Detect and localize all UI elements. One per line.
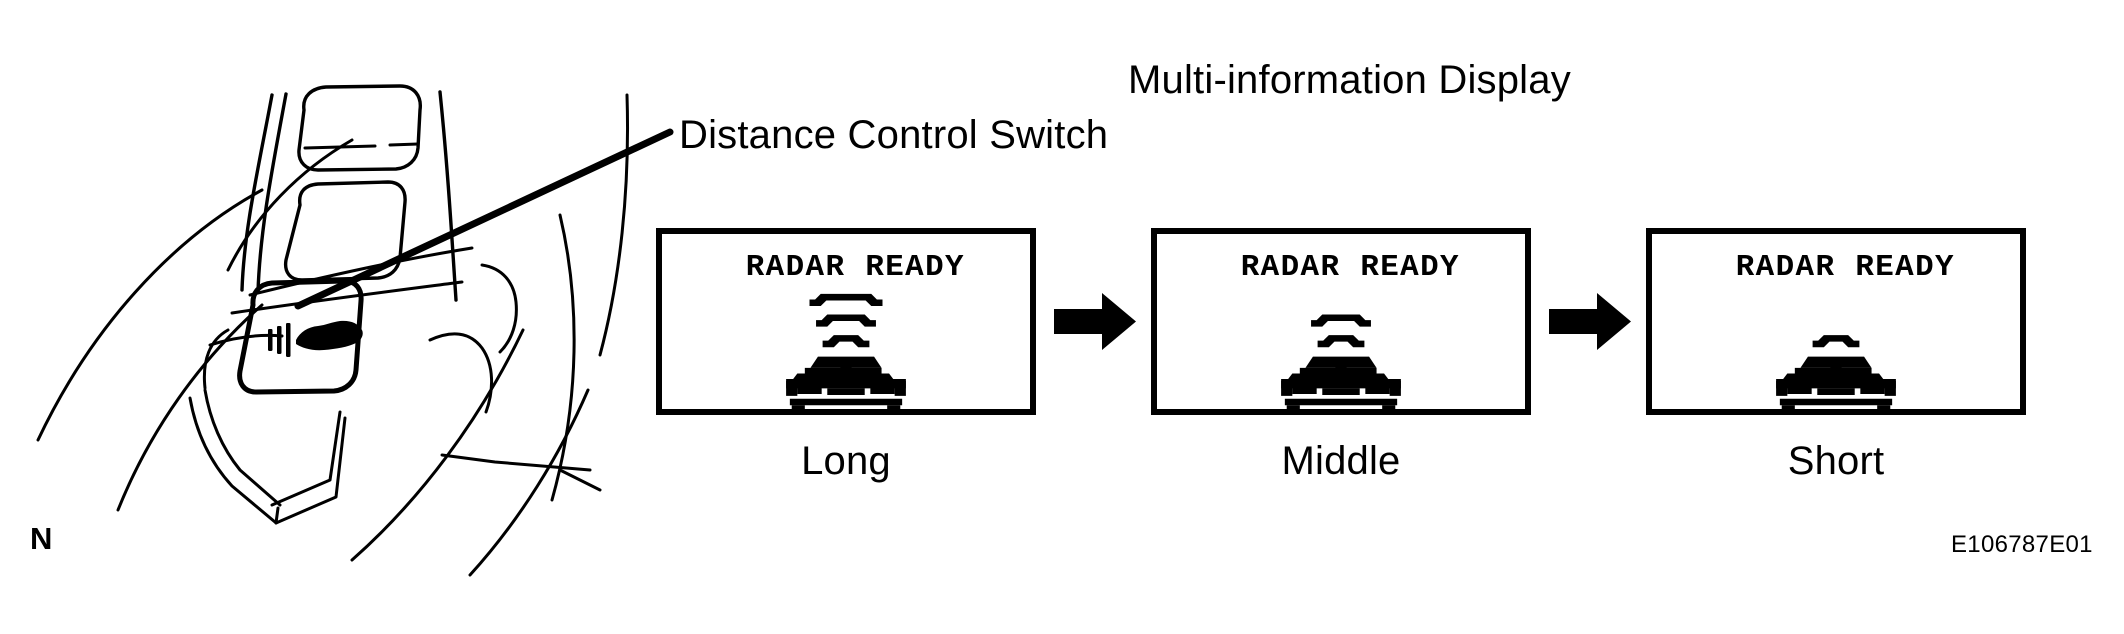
radar-arcs-short bbox=[1812, 335, 1860, 348]
arrow-right-icon-long-to-middle bbox=[1054, 293, 1136, 350]
display-state-short: RADAR READY Short bbox=[1646, 228, 2026, 484]
vehicle-front-icon-long bbox=[786, 356, 906, 409]
vehicle-front-icon-short bbox=[1776, 356, 1896, 409]
mid-screen-long: RADAR READY bbox=[746, 250, 965, 409]
radar-ready-text-short: RADAR READY bbox=[1736, 250, 1955, 285]
figure-reference-code: E106787E01 bbox=[1951, 531, 2093, 558]
caption-short: Short bbox=[1787, 439, 1885, 483]
radar-ready-text-middle: RADAR READY bbox=[1241, 250, 1460, 285]
radar-ready-text-long: RADAR READY bbox=[746, 250, 965, 285]
arrow-right-icon-middle-to-short bbox=[1549, 293, 1631, 350]
figure-orientation-mark: N bbox=[30, 521, 53, 556]
mid-screen-middle: RADAR READY bbox=[1241, 250, 1460, 409]
mid-panel-middle[interactable]: RADAR READY bbox=[1151, 228, 1531, 415]
distance-control-switch-label: Distance Control Switch bbox=[679, 113, 1109, 157]
multi-information-display-title: Multi-information Display bbox=[1128, 58, 1571, 102]
display-state-long: RADAR READY Long bbox=[656, 228, 1036, 484]
steering-wheel-switch-illustration bbox=[36, 84, 630, 577]
caption-long: Long bbox=[801, 439, 891, 483]
mid-screen-short: RADAR READY bbox=[1736, 250, 1955, 409]
display-state-middle: RADAR READY Middle bbox=[1151, 228, 1531, 484]
caption-middle: Middle bbox=[1281, 439, 1401, 483]
radar-waves-and-car-icon bbox=[268, 320, 363, 357]
mid-panel-long[interactable]: RADAR READY bbox=[656, 228, 1036, 415]
radar-arcs-long bbox=[809, 293, 883, 348]
radar-arcs-middle bbox=[1311, 314, 1371, 348]
mid-panel-short[interactable]: RADAR READY bbox=[1646, 228, 2026, 415]
vehicle-front-icon-middle bbox=[1281, 356, 1401, 409]
